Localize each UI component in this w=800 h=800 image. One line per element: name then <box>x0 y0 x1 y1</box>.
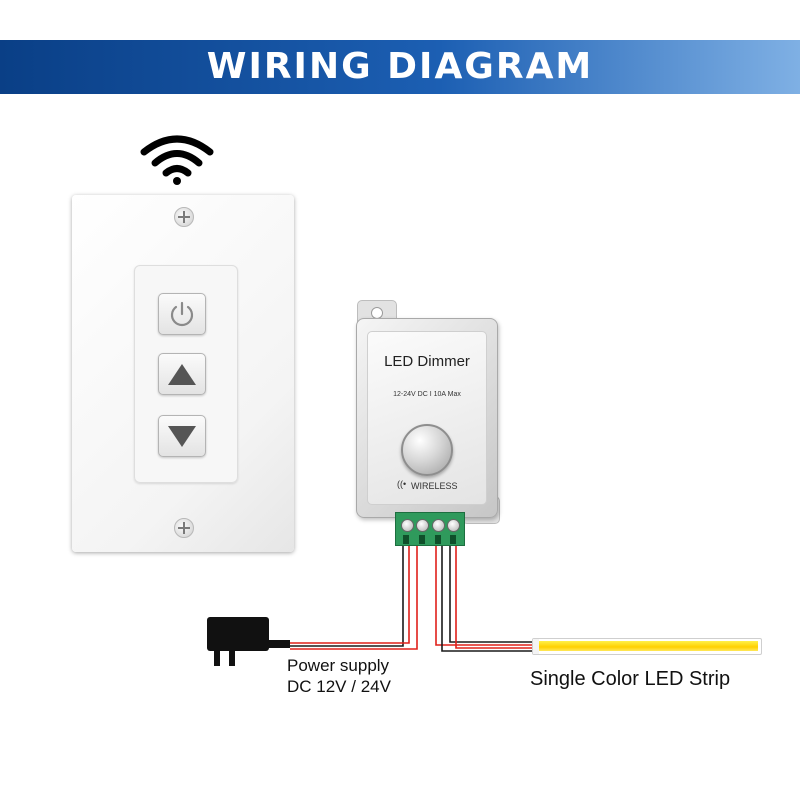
arrow-down-icon <box>168 426 196 447</box>
screw-icon <box>174 518 194 538</box>
power-supply-line2: DC 12V / 24V <box>287 677 391 696</box>
wifi-icon <box>140 135 214 185</box>
dimmer-knob[interactable] <box>401 424 453 476</box>
power-supply-label: Power supply DC 12V / 24V <box>287 655 391 697</box>
led-strip <box>532 638 762 655</box>
arrow-up-icon <box>168 364 196 385</box>
terminal-screw <box>447 519 460 532</box>
terminal-block <box>395 512 465 546</box>
brightness-down-button[interactable] <box>158 415 206 457</box>
led-dimmer: LED Dimmer 12-24V DC I 10A Max ((• WIREL… <box>356 318 498 518</box>
terminal-screw <box>416 519 429 532</box>
wall-remote-plate <box>72 195 294 552</box>
wireless-icon: ((• <box>397 479 407 489</box>
power-adapter-cable <box>266 640 290 648</box>
adapter-prong <box>229 650 235 666</box>
power-supply-line1: Power supply <box>287 656 390 675</box>
led-strip-label: Single Color LED Strip <box>530 668 731 690</box>
led-strip-light <box>539 641 758 651</box>
button-panel <box>134 265 238 483</box>
wireless-label: WIRELESS <box>411 481 458 491</box>
adapter-prong <box>214 650 220 666</box>
terminal-screw <box>432 519 445 532</box>
dimmer-spec: 12-24V DC I 10A Max <box>393 391 461 398</box>
dimmer-face <box>367 331 487 505</box>
power-icon <box>170 301 194 327</box>
power-adapter <box>207 617 269 651</box>
screw-icon <box>174 207 194 227</box>
power-button[interactable] <box>158 293 206 335</box>
dimmer-title: LED Dimmer <box>384 353 470 370</box>
page-title: WIRING DIAGRAM <box>206 46 594 87</box>
terminal-screw <box>401 519 414 532</box>
brightness-up-button[interactable] <box>158 353 206 395</box>
header-banner: WIRING DIAGRAM <box>0 40 800 94</box>
